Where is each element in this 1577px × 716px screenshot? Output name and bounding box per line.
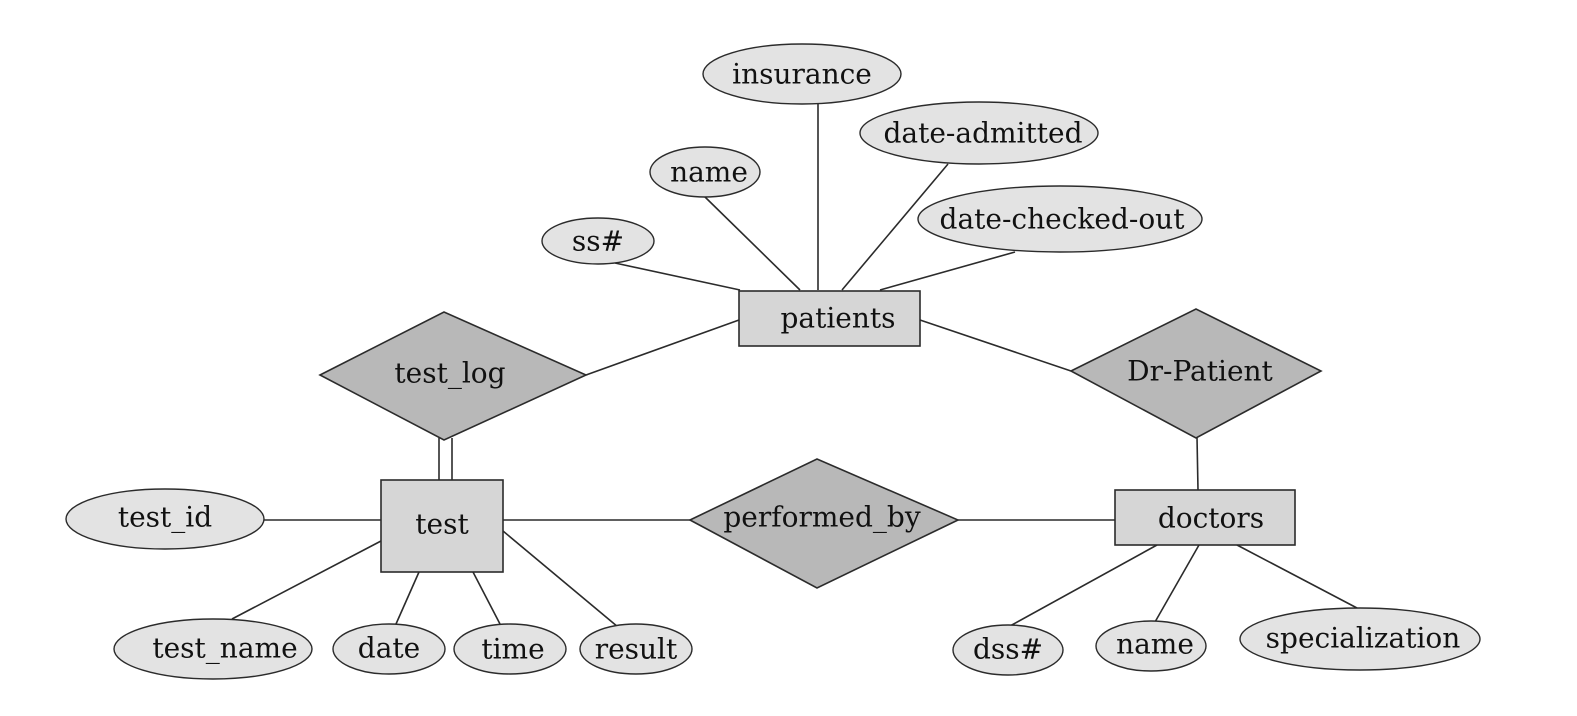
attribute-ellipse xyxy=(541,217,655,265)
connector-dr-patient-doctors xyxy=(1196,436,1199,491)
relationship-diamond xyxy=(688,458,960,589)
entity-box xyxy=(380,479,504,573)
attribute-ellipse xyxy=(113,618,313,680)
entity-box xyxy=(738,290,921,347)
attribute-ellipse xyxy=(702,43,902,105)
relationship-diamond xyxy=(318,311,588,441)
connector-patients-name xyxy=(704,196,801,291)
attribute-insurance: insurance xyxy=(702,43,902,105)
attribute-ellipse xyxy=(649,146,761,198)
relationship-performed-by: performed_by xyxy=(688,458,960,589)
relationship-test-log: test_log xyxy=(318,311,588,441)
entity-patients: patients xyxy=(738,290,921,347)
attribute-label: ss# xyxy=(572,225,624,258)
connector-test-time xyxy=(472,571,501,625)
attribute-ellipse xyxy=(917,185,1203,253)
relationship-label: test_log xyxy=(394,357,505,390)
attribute-label: test_id xyxy=(118,501,212,534)
attribute-date-checked-out: date-checked-out xyxy=(917,185,1203,253)
attribute-date: date xyxy=(332,623,446,675)
attribute-dss: dss# xyxy=(952,624,1064,676)
connector-lines xyxy=(231,104,1358,628)
connector-patients-ss xyxy=(614,262,741,291)
relationship-label: performed_by xyxy=(723,501,920,534)
attribute-label: test_name xyxy=(152,632,297,665)
attribute-test-name: test_name xyxy=(113,618,313,680)
attribute-name-doctors: name xyxy=(1095,620,1207,672)
connector-test-test-name xyxy=(231,540,382,620)
entity-box xyxy=(1114,489,1296,546)
attribute-ss: ss# xyxy=(541,217,655,265)
attribute-result: result xyxy=(579,623,693,675)
attribute-name-patients: name xyxy=(649,146,761,198)
entity-test: test xyxy=(380,479,504,573)
attribute-specialization: specialization xyxy=(1239,607,1481,671)
attribute-ellipse xyxy=(952,624,1064,676)
connector-test-date xyxy=(395,571,420,625)
attribute-label: date xyxy=(358,632,420,665)
attribute-label: date-checked-out xyxy=(940,203,1186,236)
attribute-label: insurance xyxy=(732,58,872,91)
entity-label: test xyxy=(415,508,469,541)
entity-label: doctors xyxy=(1158,502,1264,535)
entity-doctors: doctors xyxy=(1114,489,1296,546)
relationship-dr-patient: Dr-Patient xyxy=(1069,308,1323,439)
attribute-time: time xyxy=(453,623,567,675)
attribute-ellipse xyxy=(332,623,446,675)
attribute-ellipse xyxy=(1239,607,1481,671)
attribute-label: name xyxy=(670,156,748,189)
connector-patients-dr-patient xyxy=(919,319,1072,372)
attribute-label: result xyxy=(595,633,678,666)
relationship-label: Dr-Patient xyxy=(1127,355,1273,388)
attribute-ellipse xyxy=(65,488,265,550)
attribute-ellipse xyxy=(859,101,1099,165)
attribute-ellipse xyxy=(1095,620,1207,672)
attribute-label: time xyxy=(481,633,544,666)
attribute-ellipse xyxy=(453,623,567,675)
attribute-label: date-admitted xyxy=(883,117,1082,150)
attribute-label: name xyxy=(1116,628,1194,661)
connector-patients-test-log xyxy=(585,319,740,376)
attribute-date-admitted: date-admitted xyxy=(859,101,1099,165)
attribute-ellipse xyxy=(579,623,693,675)
attribute-label: dss# xyxy=(973,633,1043,666)
connector-test-result xyxy=(502,530,619,628)
connector-doctors-dss xyxy=(1009,544,1158,627)
connector-doctors-name xyxy=(1154,544,1200,623)
connector-patients-date-admitted xyxy=(841,163,949,291)
connector-patients-date-checked-out xyxy=(879,251,1016,291)
attribute-test-id: test_id xyxy=(65,488,265,550)
attribute-label: specialization xyxy=(1266,622,1461,655)
relationship-diamond xyxy=(1069,308,1323,439)
entity-label: patients xyxy=(780,302,895,335)
connector-doctors-specialization xyxy=(1236,544,1358,609)
